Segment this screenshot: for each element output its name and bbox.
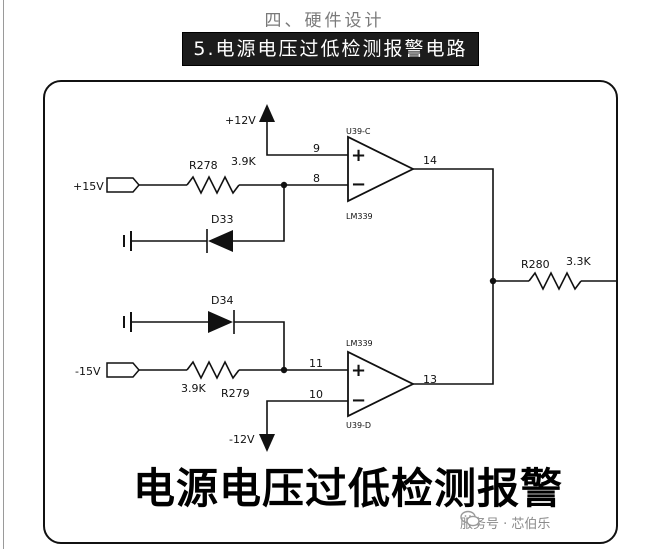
u39d-part-number: LM339 xyxy=(346,339,373,348)
comparator-u39d xyxy=(347,350,416,418)
diagram-caption: 电源电压过低检测报警 xyxy=(133,464,564,513)
u39c-minus-sign: − xyxy=(351,174,366,195)
minus12v-label: -12V xyxy=(229,433,255,446)
d33-node-wire xyxy=(233,185,285,242)
r280-reference: R280 xyxy=(521,258,550,271)
watermark: 服务号 · 芯伯乐 xyxy=(460,510,550,534)
plus15v-label: +15V xyxy=(73,180,104,193)
wechat-icon xyxy=(460,510,480,527)
plus15v-connector xyxy=(106,177,140,193)
r280-value: 3.3K xyxy=(566,255,591,268)
minus12v-arrow-icon xyxy=(259,434,275,452)
r279-value: 3.9K xyxy=(181,382,206,395)
d34-reference: D34 xyxy=(211,294,233,307)
plus12v-arrow-icon xyxy=(259,104,275,122)
u39d-reference: U39-D xyxy=(346,421,371,430)
u39d-minus-sign: − xyxy=(351,390,366,411)
u39d-output-wire xyxy=(413,281,494,385)
d33-reference: D33 xyxy=(211,213,233,226)
circuit-schematic: + − U39-C LM339 +12V 9 +15V R278 3.9K 8 … xyxy=(73,104,616,452)
pin-14-label: 14 xyxy=(423,154,437,167)
comparator-u39c xyxy=(347,135,416,203)
section-title: 5.电源电压过低检测报警电路 xyxy=(193,38,468,60)
chapter-title: 四、硬件设计 xyxy=(264,11,385,31)
pin-13-label: 13 xyxy=(423,373,437,386)
section-title-box: 5.电源电压过低检测报警电路 xyxy=(182,32,479,66)
watermark-text: 服务号 · 芯伯乐 xyxy=(460,516,551,532)
minus15v-connector xyxy=(106,362,140,378)
u39c-part-number: LM339 xyxy=(346,212,373,221)
r279-reference: R279 xyxy=(221,387,250,400)
resistor-r278 xyxy=(186,175,240,195)
resistor-r279 xyxy=(186,360,240,380)
u39c-reference: U39-C xyxy=(346,127,371,136)
diode-d34 xyxy=(208,311,233,333)
minus15v-label: -15V xyxy=(75,365,101,378)
pin-10-label: 10 xyxy=(309,388,323,401)
r278-reference: R278 xyxy=(189,159,218,172)
circuit-diagram-frame: + − U39-C LM339 +12V 9 +15V R278 3.9K 8 … xyxy=(43,80,618,544)
resistor-r280 xyxy=(528,271,582,291)
u39c-plus-sign: + xyxy=(351,145,366,166)
u39d-plus-sign: + xyxy=(351,360,366,381)
u39c-output-wire xyxy=(413,168,494,281)
diode-d33 xyxy=(208,230,233,252)
pin-11-label: 11 xyxy=(309,357,323,370)
pin-8-label: 8 xyxy=(313,172,320,185)
plus12v-label: +12V xyxy=(225,114,256,127)
d34-node-wire xyxy=(234,321,285,370)
r278-value: 3.9K xyxy=(231,155,256,168)
page-left-rule xyxy=(3,0,4,549)
pin-9-label: 9 xyxy=(313,142,320,155)
minus12v-wire xyxy=(266,400,348,434)
plus12v-wire xyxy=(266,122,348,156)
